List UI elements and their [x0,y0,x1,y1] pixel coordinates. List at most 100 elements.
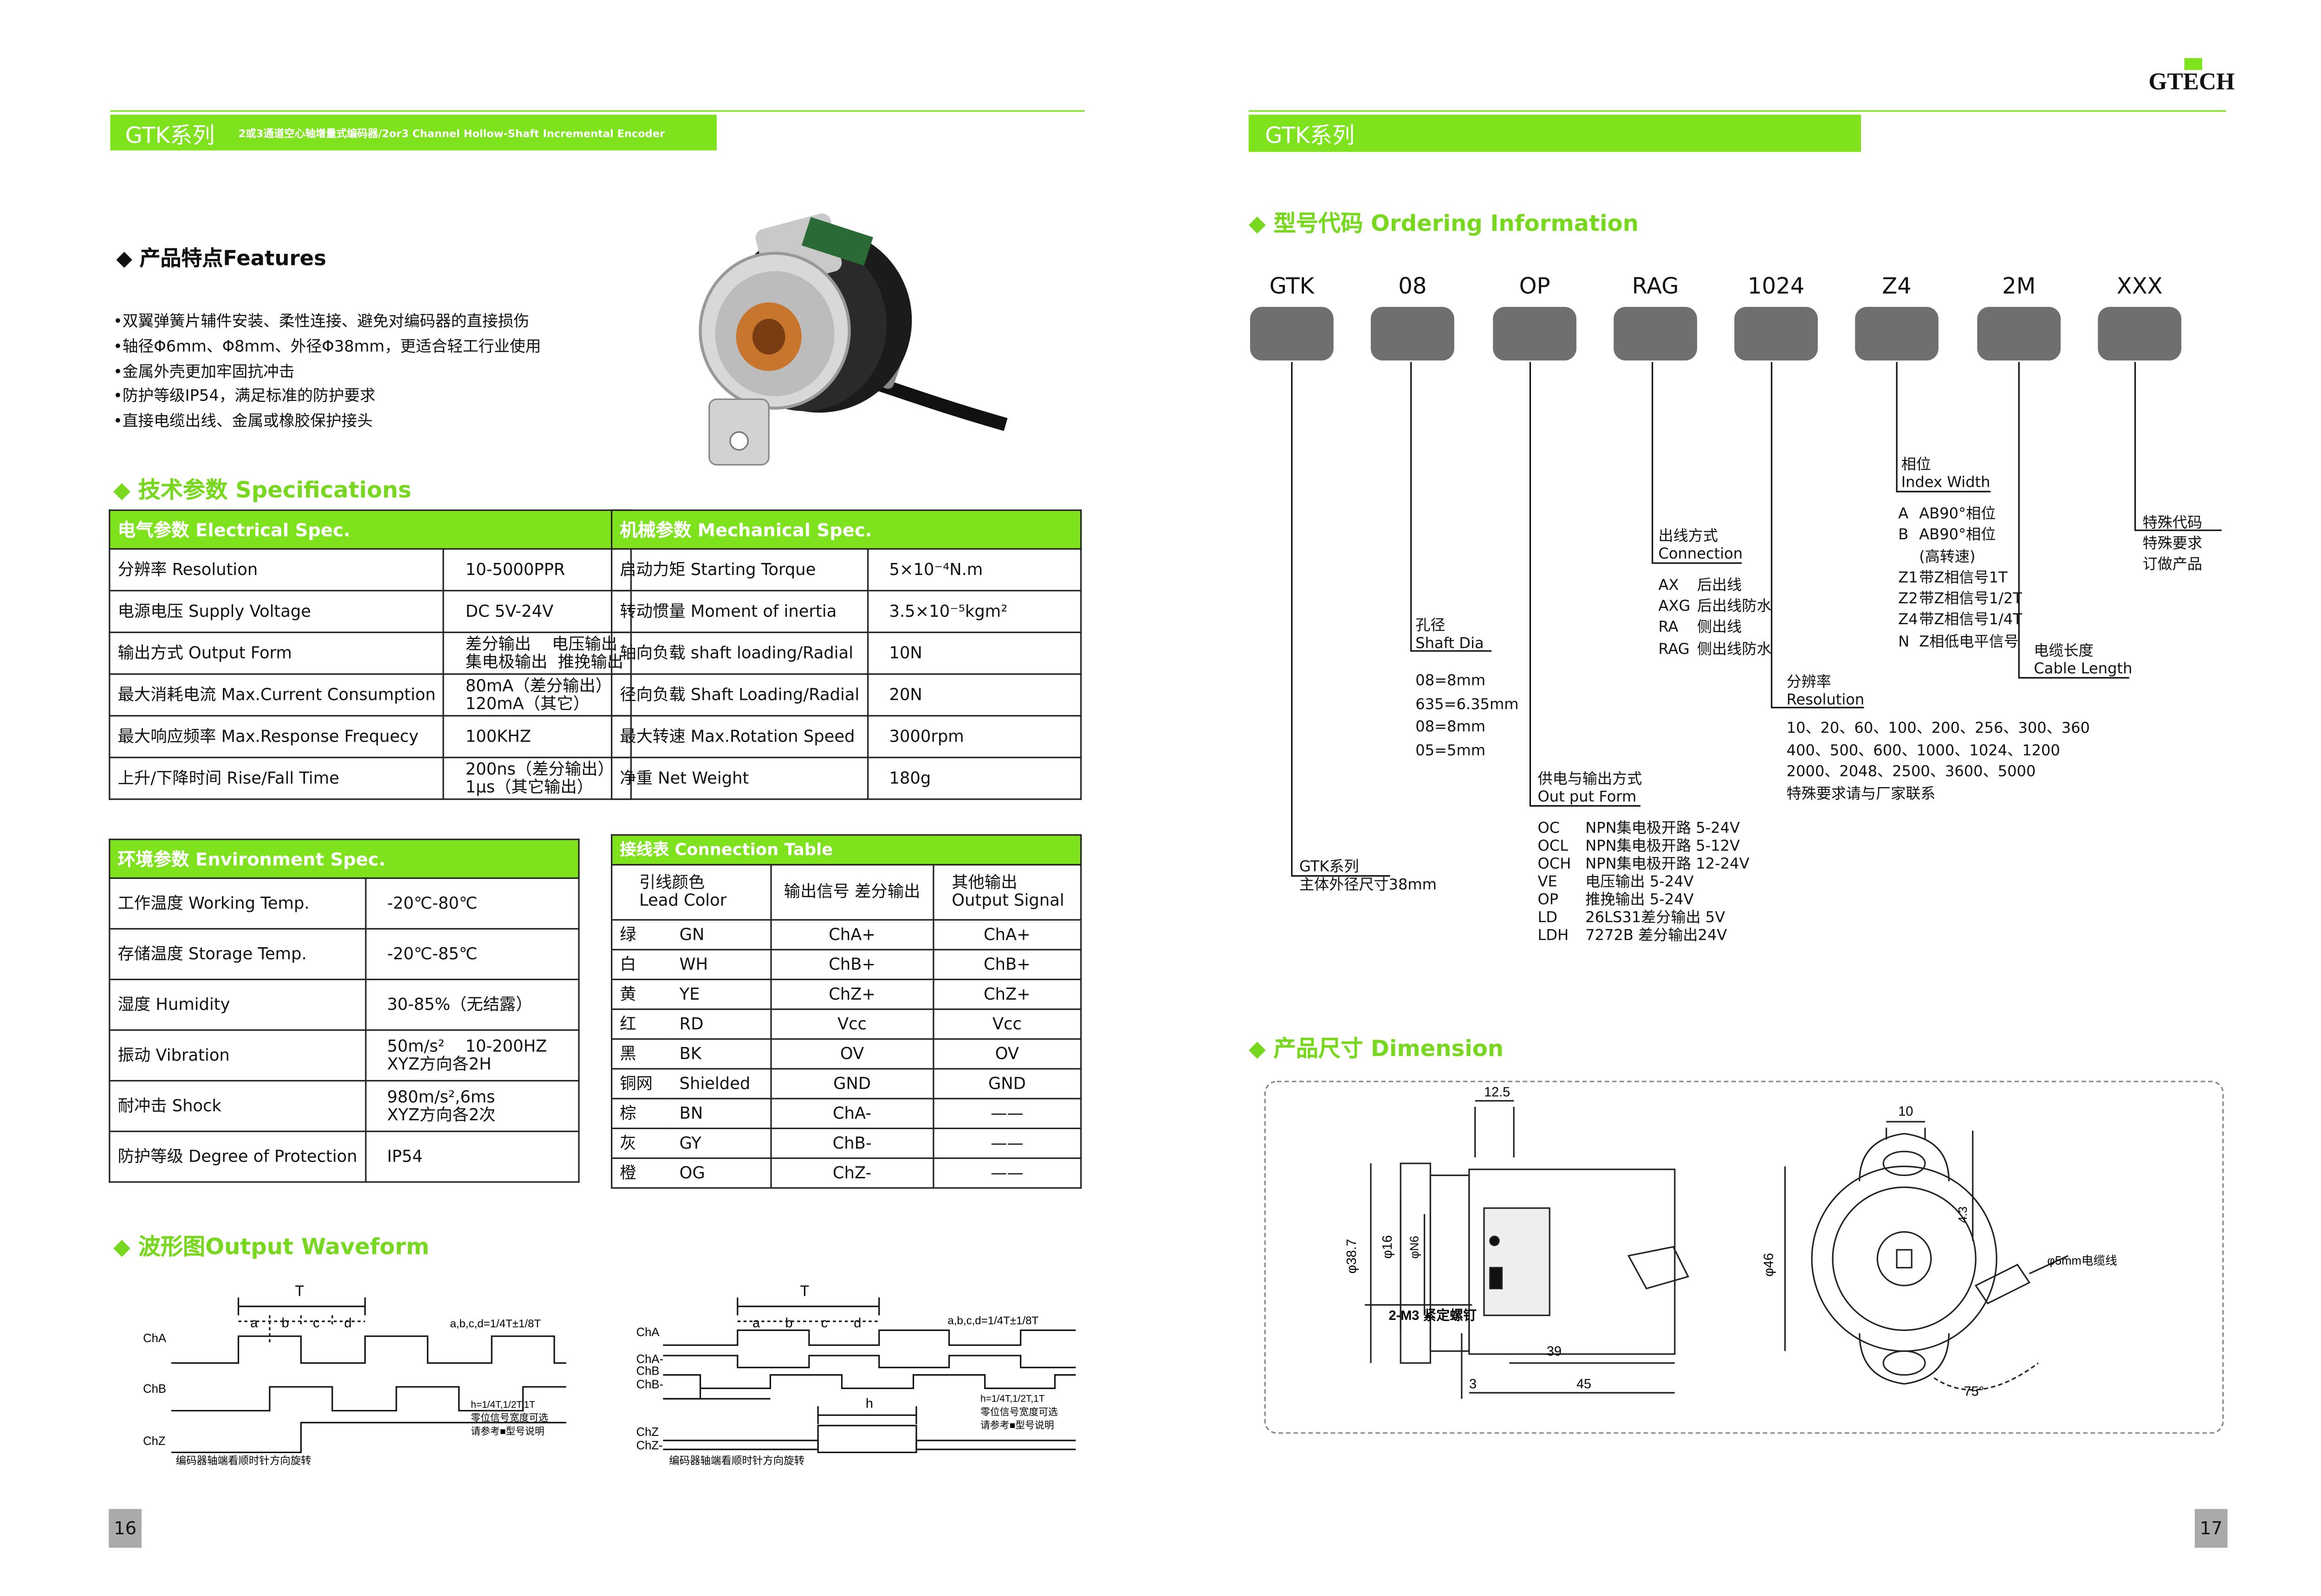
spec-key: 输出方式 Output Form [109,631,445,675]
spec-key: 存储温度 Storage Temp. [109,928,366,981]
option-code: AX [1658,578,1679,594]
cell-other-output: ChZ+ [932,978,1082,1010]
wave-label: ChZ [636,1426,659,1439]
spec-key: 最大转速 Max.Rotation Speed [611,715,869,758]
dim-label: φ46 [1762,1253,1776,1277]
waveform-chart-right: T a b c d h ChA ChA- ChB ChB- ChZ ChZ- a… [636,1283,1076,1467]
spec-key: 上升/下降时间 Rise/Fall Time [109,756,445,800]
option-item: 2000、2048、2500、3600、5000 [1786,764,2036,781]
cell-other-output: —— [932,1098,1082,1130]
cell-diff-output: GND [770,1068,934,1099]
ord-output-t1: 供电与输出方式 [1537,771,1642,788]
option-desc: 26LS31差分输出 5V [1585,910,1725,927]
spec-key: 防护等级 Degree of Protection [109,1131,366,1183]
spec-key: 湿度 Humidity [109,978,366,1031]
spec-value: 80mA（差分输出） 120mA（其它） [443,673,633,717]
ord-cable: 电缆长度 Cable Length [2034,644,2132,679]
spec-value: 3000rpm [867,715,1082,758]
option-code: VE [1537,874,1557,891]
ord-resolution: 分辨率 Resolution 10、20、60、100、200、256、300、… [1787,675,2090,806]
col-other-output: 其他输出 Output Signal [932,864,1082,921]
ordering-title: ◆ 型号代码 Ordering Information [1248,210,1639,237]
order-code: 1024 [1747,272,1805,300]
option-item: VE 电压输出 5-24V [1538,874,1750,892]
waveform-chart-left: T a b c d ChA ChB ChZ a,b,c,d=1/4T±1/8T … [143,1283,566,1467]
ord-index-t2: Index Width [1901,475,1990,492]
wave-a: a [250,1316,258,1331]
spec-title: ◆ 技术参数 Specifications [113,477,412,504]
cell-diff-output: ChA+ [770,919,934,950]
cell-other-output: —— [932,1127,1082,1159]
option-code: Z4 [1898,613,1918,630]
order-code: GTK [1269,272,1315,300]
dim-label: 3 [1469,1377,1477,1392]
spec-key: 最大响应频率 Max.Response Frequecy [109,715,445,758]
cell-other-output: OV [932,1038,1082,1070]
left-series-subtitle: 2或3通道空心轴增量式编码器/2or3 Channel Hollow-Shaft… [238,128,665,140]
ord-series: GTK系列 主体外径尺寸38mm [1299,859,1437,895]
col-diff-output: 输出信号 差分输出 [770,864,934,921]
option-desc: 带Z相信号1T [1919,570,2008,587]
spec-value: 3.5×10⁻⁵kgm² [867,590,1082,633]
option-item: (高转速) [1898,548,2022,569]
cell-color-code: YE [672,978,772,1010]
wave-h-note: h=1/4T,1/2T,1T [980,1393,1045,1404]
dim-label: φ16 [1380,1235,1395,1259]
page-number-right: 17 [2195,1509,2228,1548]
option-code: Z2 [1898,591,1918,608]
dim-label: 39 [1547,1344,1562,1359]
spec-value: 20N [867,673,1082,717]
option-code: B [1898,528,1909,544]
cell-color-code: GY [672,1127,772,1159]
dimension-title: ◆ 产品尺寸 Dimension [1248,1035,1504,1062]
option-desc: 后出线 [1697,578,1742,594]
order-code-box [1250,307,1334,361]
option-desc: 电压输出 5-24V [1585,874,1694,891]
option-item: LD 26LS31差分输出 5V [1538,910,1750,928]
option-item: AX 后出线 [1659,576,1772,598]
option-desc: 7272B 差分输出24V [1585,928,1727,945]
dim-label: 10 [1898,1104,1913,1119]
features-title: ◆ 产品特点Features [116,247,326,271]
spec-value: 5×10⁻⁴N.m [867,548,1082,592]
option-desc: 侧出线 [1697,620,1742,637]
order-code-box [1371,307,1454,361]
spec-key: 最大消耗电流 Max.Current Consumption [109,673,445,717]
ord-special-item: 订做产品 [2142,557,2203,574]
ord-output-t2: Out put Form [1537,789,1637,806]
cell-color-code: BN [672,1098,772,1130]
cell-color-code: GN [672,919,772,950]
wave-h: h [866,1396,873,1411]
wave-label: ChA [143,1332,167,1345]
option-code: LD [1537,910,1558,927]
cell-diff-output: ChB+ [770,949,934,981]
spec-key: 径向负载 Shaft Loading/Radial [611,673,869,717]
spec-value: 10-5000PPR [443,548,633,592]
wave-caption: 编码器轴端看顺时针方向旋转 [176,1455,311,1467]
dim-label: 45 [1576,1377,1591,1392]
feature-item: •双翼弹簧片辅件安装、柔性连接、避免对编码器的直接损伤 [113,313,530,331]
ord-conn-t1: 出线方式 [1658,529,1718,545]
option-desc: 侧出线防水 [1697,641,1772,658]
features-title-text: 产品特点Features [139,247,326,271]
spec-value: -20℃-80℃ [364,877,580,930]
option-item: 08=8mm [1415,719,1486,736]
cell-color-code: RD [672,1008,772,1040]
spec-value: 200ns（差分输出） 1μs（其它输出） [443,756,633,800]
feature-item: •防护等级IP54，满足标准的防护要求 [113,388,376,406]
option-desc: NPN集电极开路 5-12V [1585,839,1740,855]
dim-label: 2-M3 紧定螺钉 [1389,1308,1477,1323]
